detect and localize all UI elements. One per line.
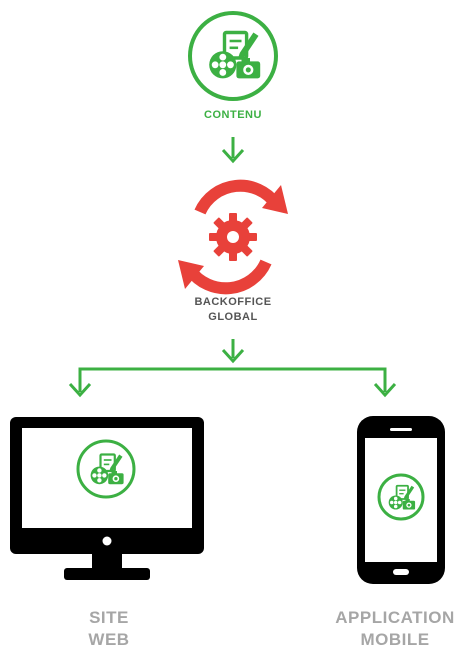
backoffice-label-line1: BACKOFFICE	[194, 296, 272, 308]
contenu-label: CONTENU	[204, 109, 262, 121]
application-mobile-label-line1: APPLICATION	[335, 608, 455, 627]
arrow-contenu-to-backoffice	[221, 137, 245, 164]
application-mobile-label: APPLICATION MOBILE	[328, 607, 462, 651]
backoffice-gear-sync-icon	[178, 179, 288, 295]
site-web-label: SITE WEB	[57, 607, 161, 651]
split-connector	[68, 367, 397, 398]
application-mobile-content-icon	[377, 473, 425, 521]
site-web-label-line2: WEB	[88, 630, 130, 649]
site-web-content-icon	[76, 439, 136, 499]
site-web-label-line1: SITE	[89, 608, 129, 627]
backoffice-label-line2: GLOBAL	[208, 311, 258, 323]
contenu-icon	[188, 11, 278, 101]
arrow-backoffice-to-split	[221, 339, 245, 364]
backoffice-label: BACKOFFICE GLOBAL	[171, 295, 295, 325]
application-mobile-label-line2: MOBILE	[360, 630, 430, 649]
